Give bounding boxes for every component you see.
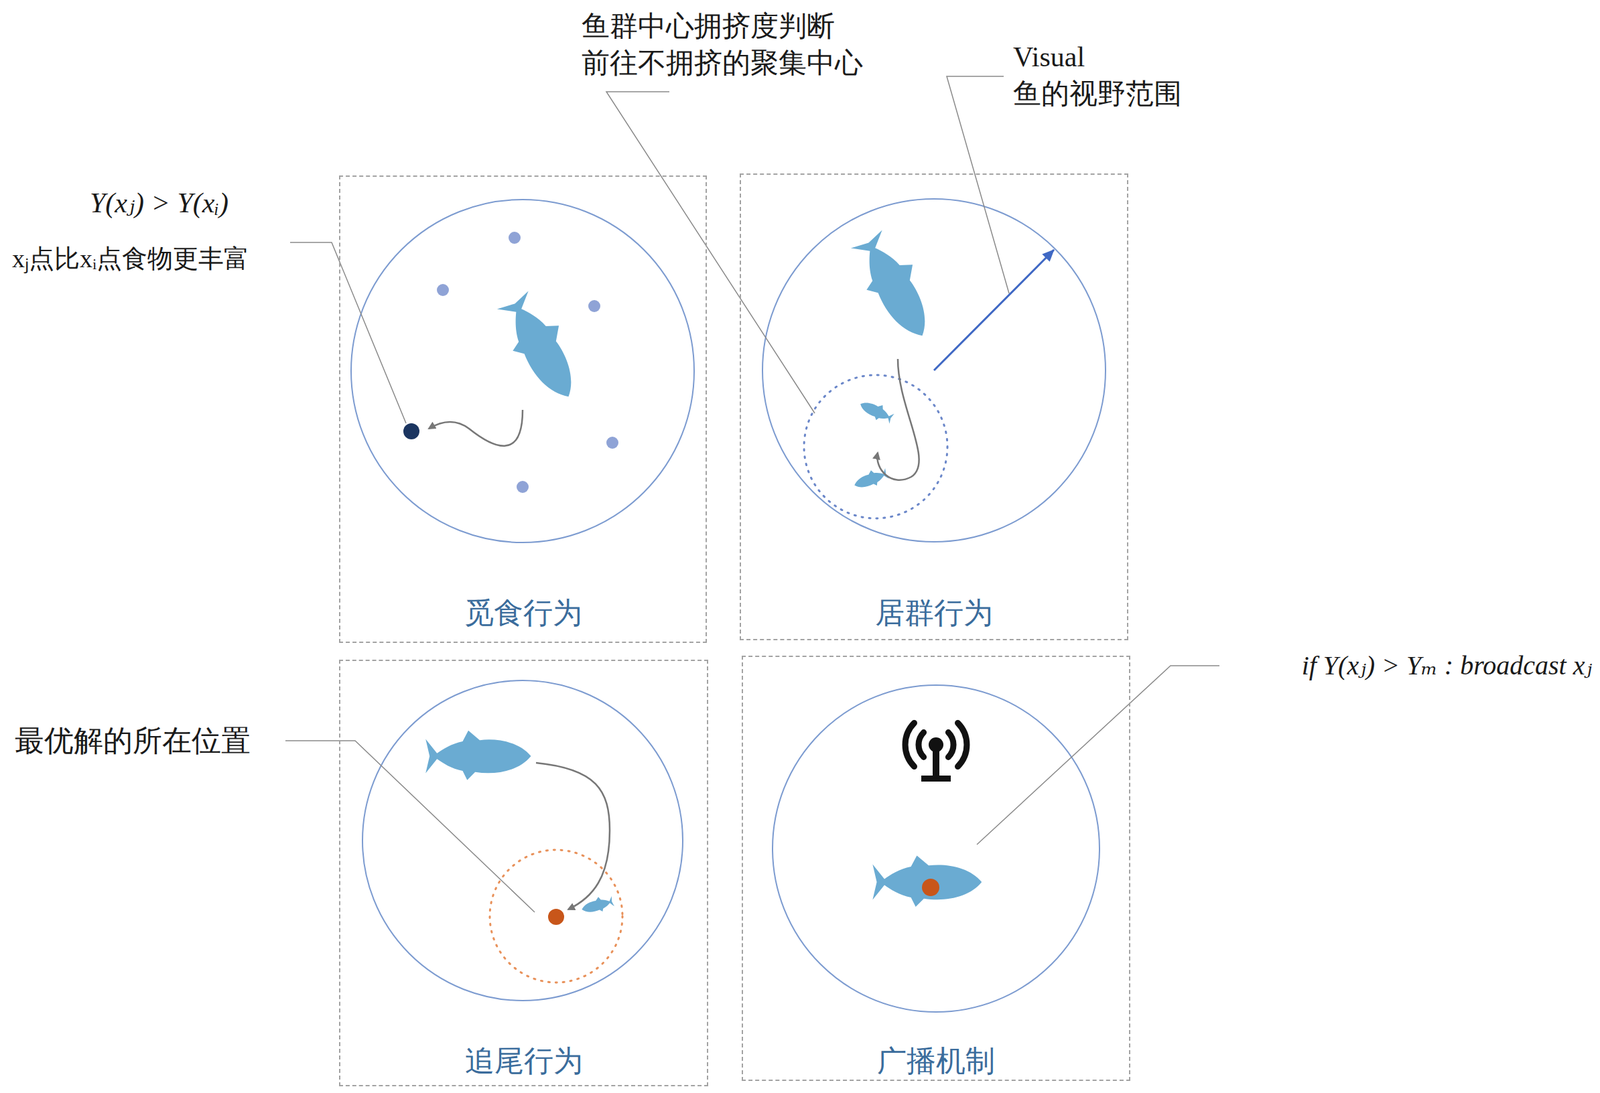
callout-text: xⱼ点比xᵢ点食物更丰富 xyxy=(12,242,250,276)
best-circle xyxy=(489,850,623,983)
region-circle xyxy=(762,198,1106,543)
region-circle xyxy=(362,680,683,1002)
food-dots xyxy=(436,231,619,494)
antenna-stem xyxy=(932,745,940,779)
panel-title: 居群行为 xyxy=(741,593,1127,634)
fish xyxy=(491,286,593,410)
callout-text: 鱼群中心拥挤度判断 前往不拥挤的聚集中心 xyxy=(581,8,878,82)
antenna-base xyxy=(921,775,951,782)
best-position xyxy=(921,879,940,897)
fish xyxy=(851,465,890,494)
region-circle xyxy=(351,199,695,543)
fish xyxy=(872,855,982,908)
swim-path xyxy=(428,410,523,447)
crowd-circle xyxy=(804,375,948,519)
leader-line xyxy=(946,76,1010,294)
fish xyxy=(579,893,615,917)
callout-text: if Y(xⱼ) > Yₘ : broadcast xⱼ xyxy=(1301,648,1592,684)
leader-line xyxy=(285,741,535,913)
panel-box: 居群行为 xyxy=(739,173,1129,641)
best-position xyxy=(548,909,565,926)
callout-text: Y(xⱼ) > Y(xᵢ) xyxy=(89,184,229,222)
leader-line xyxy=(290,242,407,424)
leader-line xyxy=(976,665,1220,845)
swim-path xyxy=(877,359,919,481)
food-target xyxy=(403,423,420,440)
panel-title: 追尾行为 xyxy=(340,1041,707,1082)
panel-box: 觅食行为 xyxy=(339,175,707,644)
region-circle xyxy=(772,685,1100,1013)
callout-text: Visual 鱼的视野范围 xyxy=(1013,38,1199,112)
panel-box: 广播机制 xyxy=(741,655,1131,1082)
panel-title: 觅食行为 xyxy=(340,593,706,634)
leader-line xyxy=(606,91,815,414)
panel-title: 广播机制 xyxy=(743,1041,1129,1082)
swim-path xyxy=(536,763,610,910)
visual-arrow xyxy=(934,249,1054,371)
panel-box: 追尾行为 xyxy=(339,659,709,1087)
fish xyxy=(425,730,531,781)
fish xyxy=(844,225,947,349)
fish xyxy=(856,396,896,427)
callout-text: 最优解的所在位置 xyxy=(14,722,251,761)
